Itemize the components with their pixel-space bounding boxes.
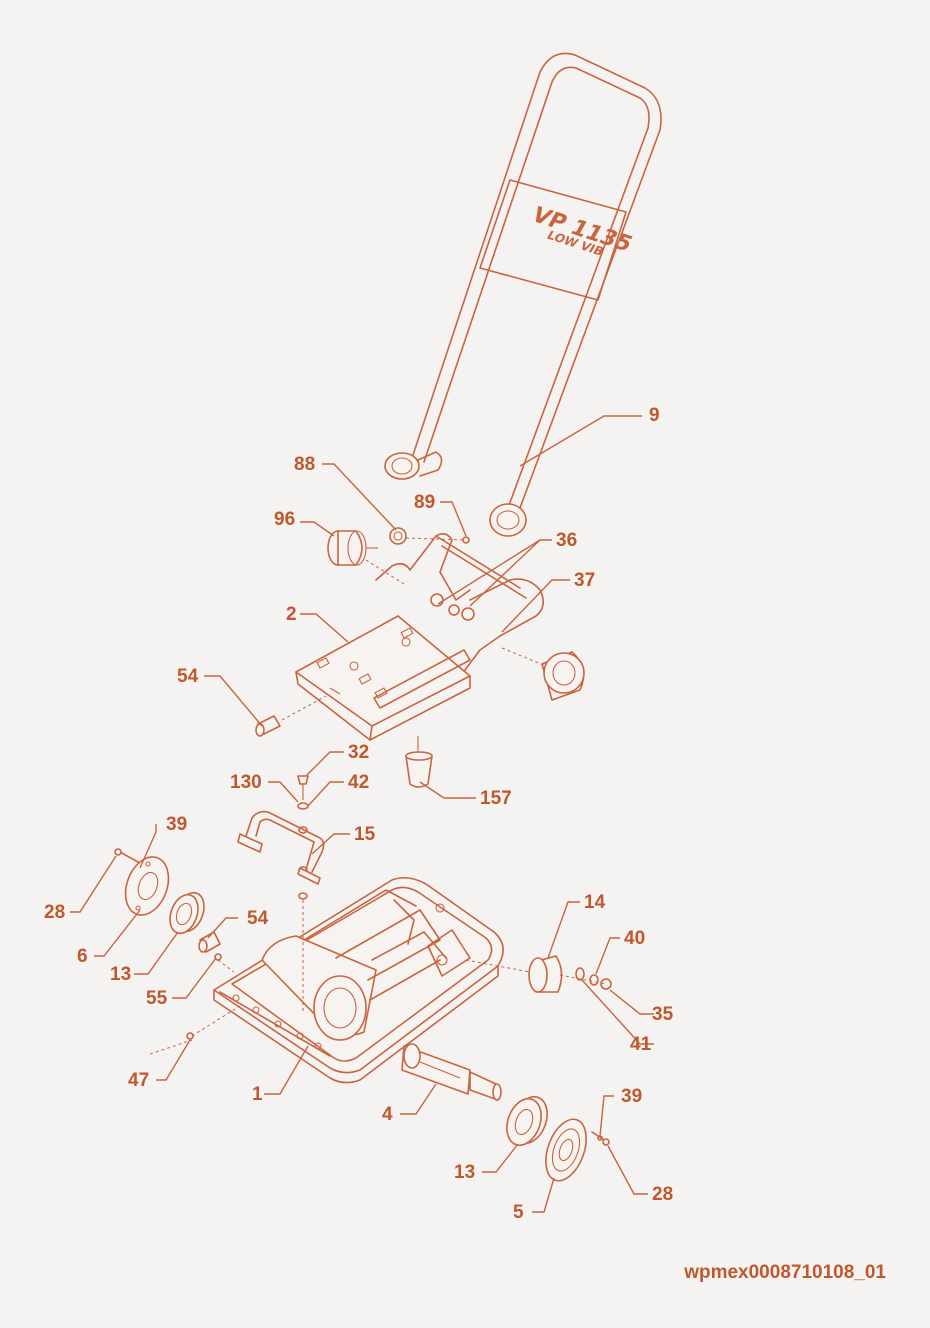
washer-40 bbox=[589, 974, 599, 986]
rubber-mount-right bbox=[541, 651, 585, 701]
screw-28-left bbox=[114, 848, 139, 863]
callout-6: 6 bbox=[77, 946, 88, 967]
bolt-54-upper bbox=[255, 715, 281, 737]
callout-40: 40 bbox=[624, 928, 646, 949]
bearing-13-left bbox=[169, 891, 205, 935]
callout-32: 32 bbox=[348, 742, 370, 763]
callout-15: 15 bbox=[354, 824, 376, 845]
callout-96: 96 bbox=[274, 509, 296, 530]
callout-89: 89 bbox=[414, 492, 436, 513]
callout-35: 35 bbox=[652, 1004, 674, 1025]
callout-39-left: 39 bbox=[166, 814, 188, 835]
callout-41: 41 bbox=[630, 1034, 652, 1055]
callout-55: 55 bbox=[146, 988, 168, 1009]
plug-54-55 bbox=[198, 931, 222, 961]
callout-28-left: 28 bbox=[44, 902, 66, 923]
callout-130: 130 bbox=[230, 772, 262, 793]
pin-47 bbox=[186, 1032, 194, 1040]
base-plate-1 bbox=[213, 876, 504, 1084]
callout-14: 14 bbox=[584, 892, 606, 913]
assembly-lines bbox=[149, 537, 607, 1055]
flange-5 bbox=[545, 1118, 587, 1182]
handle-bracket bbox=[375, 532, 544, 675]
callout-2: 2 bbox=[286, 604, 297, 625]
callout-5: 5 bbox=[513, 1202, 524, 1223]
callout-1: 1 bbox=[252, 1084, 263, 1105]
drawing-reference-code: wpmex0008710108_01 bbox=[684, 1262, 886, 1283]
callout-54-lower: 54 bbox=[247, 908, 269, 929]
buffer-157 bbox=[405, 736, 433, 788]
nut-35 bbox=[600, 978, 612, 990]
model-decal bbox=[479, 179, 627, 301]
callout-88: 88 bbox=[294, 454, 316, 475]
callout-13-right: 13 bbox=[454, 1162, 476, 1183]
callout-13-left: 13 bbox=[110, 964, 132, 985]
callout-47: 47 bbox=[128, 1070, 150, 1091]
callout-157: 157 bbox=[480, 788, 512, 809]
rubber-mount-96 bbox=[327, 530, 378, 566]
eccentric-shaft-4 bbox=[401, 1043, 502, 1101]
callout-28-right: 28 bbox=[652, 1184, 674, 1205]
callout-54-upper: 54 bbox=[177, 666, 199, 687]
nut-88 bbox=[389, 527, 407, 545]
leader-lines bbox=[70, 415, 654, 1213]
callout-36: 36 bbox=[556, 530, 578, 551]
flange-6 bbox=[124, 856, 170, 916]
bearing-13-right bbox=[506, 1095, 548, 1147]
mounting-plate-2 bbox=[295, 615, 471, 741]
callout-42: 42 bbox=[348, 772, 370, 793]
callout-4: 4 bbox=[382, 1104, 393, 1125]
lifting-handle-15 bbox=[237, 810, 325, 885]
callout-39-right: 39 bbox=[621, 1086, 643, 1107]
callout-9: 9 bbox=[649, 405, 660, 426]
buffer-14 bbox=[528, 955, 563, 993]
callout-37: 37 bbox=[574, 570, 596, 591]
screw-28-right bbox=[591, 1131, 610, 1146]
washer-41 bbox=[575, 967, 585, 981]
